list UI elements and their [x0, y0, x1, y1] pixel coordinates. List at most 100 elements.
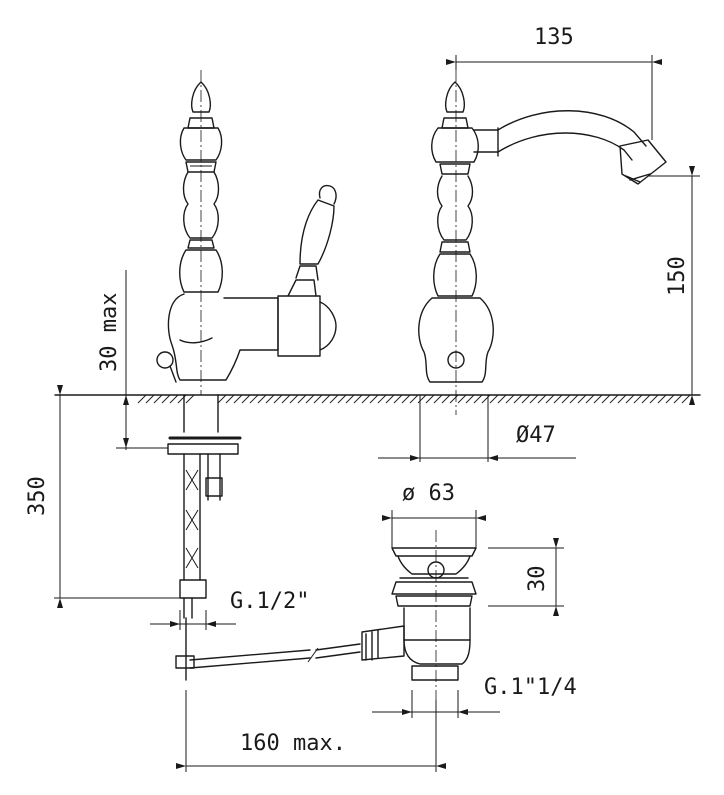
hatch-line: [385, 394, 395, 404]
dim-30-label: 30: [525, 566, 550, 593]
hatch-line: [265, 394, 275, 404]
hatch-line: [681, 394, 691, 404]
hatch-line: [281, 394, 291, 404]
dimension-arrowhead: [170, 621, 180, 627]
dim-47-label: Ø47: [516, 423, 556, 448]
dimension-arrowhead: [206, 621, 216, 627]
dim-63-label: ø 63: [402, 481, 455, 506]
hatch-line: [537, 394, 547, 404]
dim-30max-label: 30 max: [97, 293, 122, 372]
hatch-line: [433, 394, 443, 404]
hatch-line: [569, 394, 579, 404]
hatch-line: [249, 394, 259, 404]
thread-half-label: G.1/2": [230, 589, 309, 614]
hatch-line: [297, 394, 307, 404]
hatch-line: [585, 394, 595, 404]
hatch-line: [609, 394, 619, 404]
dim-135-label: 135: [534, 25, 574, 50]
dimension-arrowhead: [123, 438, 129, 448]
hatch-line: [409, 394, 419, 404]
dimension-lines: [54, 55, 700, 772]
hatch-line: [321, 394, 331, 404]
hatch-line: [289, 394, 299, 404]
dimension-arrowhead: [476, 515, 486, 521]
hatch-line: [273, 394, 283, 404]
hatch-line: [185, 394, 195, 404]
dimension-arrowhead: [446, 59, 456, 65]
hatch-line: [393, 394, 403, 404]
dimension-arrowhead: [57, 598, 63, 608]
dimension-arrowhead: [458, 709, 468, 715]
hatch-line: [217, 394, 227, 404]
thread-1-quarter-label: G.1"1/4: [484, 675, 577, 700]
hatch-line: [401, 394, 411, 404]
faucet-side-view: [156, 70, 361, 681]
dimension-arrowhead: [123, 395, 129, 405]
hatch-line: [441, 394, 451, 404]
hatch-line: [529, 394, 539, 404]
hatch-line: [561, 394, 571, 404]
dimension-arrowhead: [689, 166, 695, 176]
hatch-line: [417, 394, 427, 404]
hatch-line: [625, 394, 635, 404]
hatch-line: [425, 394, 435, 404]
hatch-line: [657, 394, 667, 404]
hatch-line: [361, 394, 371, 404]
hatch-line: [673, 394, 683, 404]
hatch-line: [353, 394, 363, 404]
dimension-arrows: [57, 59, 695, 769]
deck-surface: [54, 394, 701, 404]
hatch-line: [337, 394, 347, 404]
dim-150-label: 150: [665, 256, 690, 296]
hatch-line: [241, 394, 251, 404]
hatch-line: [153, 394, 163, 404]
dimension-arrowhead: [436, 763, 446, 769]
hatch-line: [225, 394, 235, 404]
dimension-arrowhead: [402, 709, 412, 715]
dimension-arrowhead: [553, 538, 559, 548]
faucet-front-view: [418, 70, 667, 415]
hatch-line: [473, 394, 483, 404]
dim-350-label: 350: [25, 476, 50, 516]
hatch-line: [617, 394, 627, 404]
hatch-line: [145, 394, 155, 404]
hatch-line: [489, 394, 499, 404]
hatch-line: [377, 394, 387, 404]
hatch-line: [577, 394, 587, 404]
hatch-line: [545, 394, 555, 404]
dimension-arrowhead: [553, 606, 559, 616]
hatch-line: [665, 394, 675, 404]
hatch-line: [233, 394, 243, 404]
hatch-line: [329, 394, 339, 404]
hatch-line: [369, 394, 379, 404]
dimension-arrowhead: [689, 395, 695, 405]
dimension-arrowhead: [488, 455, 498, 461]
hatch-line: [593, 394, 603, 404]
hatch-line: [161, 394, 171, 404]
hatch-line: [649, 394, 659, 404]
hatch-line: [521, 394, 531, 404]
hatch-line: [601, 394, 611, 404]
hatch-line: [505, 394, 515, 404]
hatch-line: [305, 394, 315, 404]
hatch-line: [513, 394, 523, 404]
hatch-line: [345, 394, 355, 404]
dim-160-label: 160 max.: [240, 731, 346, 756]
hatch-line: [553, 394, 563, 404]
dimension-arrowhead: [57, 385, 63, 395]
dimension-arrowhead: [382, 515, 392, 521]
deck-hatching: [137, 394, 691, 404]
dimension-arrowhead: [410, 455, 420, 461]
dimension-arrowhead: [652, 59, 662, 65]
hatch-line: [641, 394, 651, 404]
hatch-line: [481, 394, 491, 404]
pop-up-waste: [361, 530, 477, 700]
dimension-arrowhead: [176, 763, 186, 769]
hatch-line: [633, 394, 643, 404]
hatch-line: [177, 394, 187, 404]
hatch-line: [137, 394, 147, 404]
hatch-line: [449, 394, 459, 404]
hatch-line: [169, 394, 179, 404]
